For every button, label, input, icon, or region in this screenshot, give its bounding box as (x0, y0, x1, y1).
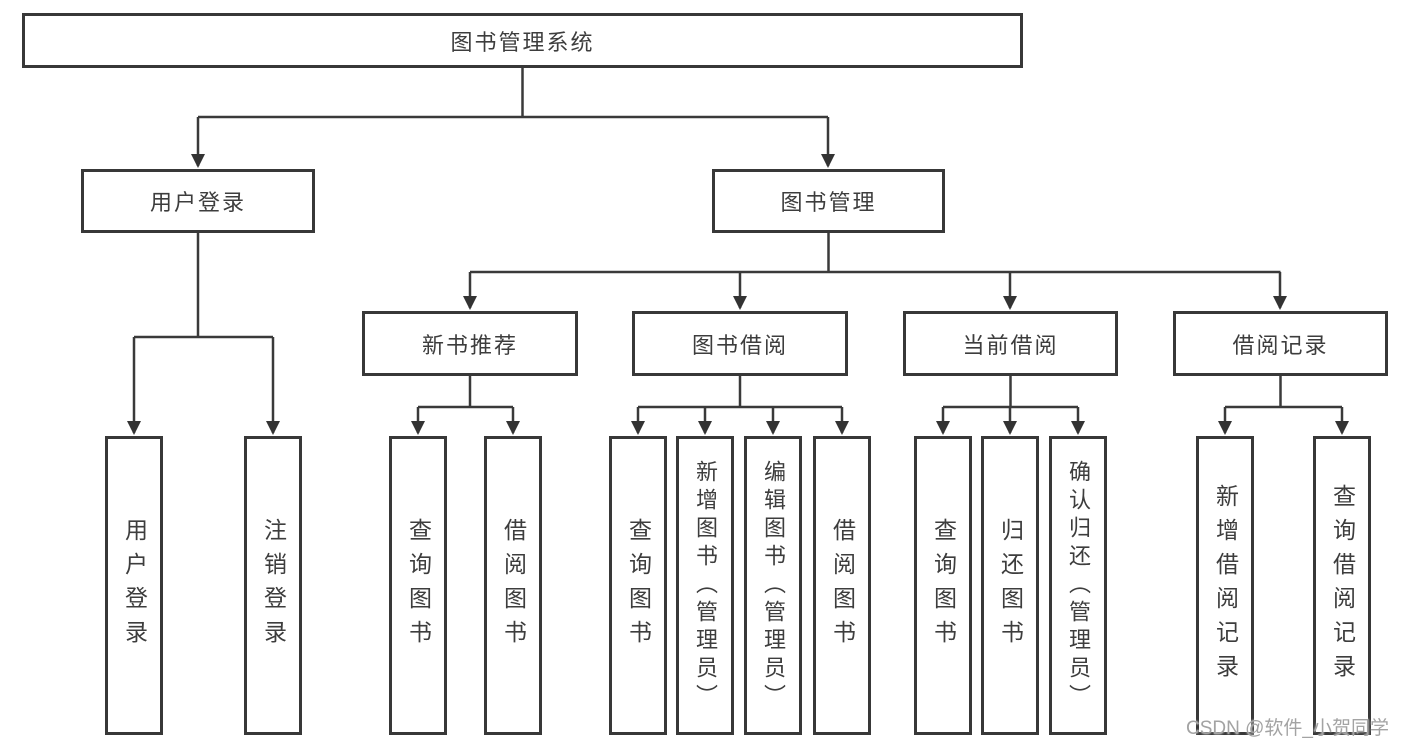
leaf-add-books-admin: 新增图书（管理员） (676, 436, 734, 735)
leaf-borrow-books-recommend: 借阅图书 (484, 436, 542, 735)
leaf-label: 查询借阅记录 (1329, 483, 1356, 688)
leaf-add-borrow-record: 新增借阅记录 (1196, 436, 1254, 735)
node-book-borrowing: 图书借阅 (632, 311, 848, 376)
leaf-borrow-books: 借阅图书 (813, 436, 871, 735)
leaf-label: 用户登录 (121, 517, 148, 654)
leaf-return-books: 归还图书 (981, 436, 1039, 735)
node-current-borrowing: 当前借阅 (903, 311, 1118, 376)
leaf-label: 借阅图书 (500, 517, 527, 654)
csdn-watermark: CSDN @软件_小贺同学 (1186, 718, 1389, 739)
connector-skeleton (134, 68, 1342, 409)
leaf-confirm-return-admin: 确认归还（管理员） (1049, 436, 1107, 735)
node-borrowing-records: 借阅记录 (1173, 311, 1388, 376)
leaf-query-books-borrowing: 查询图书 (609, 436, 667, 735)
leaf-label: 借阅图书 (829, 517, 856, 654)
leaf-label: 查询图书 (405, 517, 432, 654)
arrowheads (127, 117, 1349, 435)
leaf-label: 确认归还（管理员） (1066, 459, 1091, 712)
leaf-label: 新增图书（管理员） (693, 459, 718, 712)
leaf-user-login: 用户登录 (105, 436, 163, 735)
leaf-label: 编辑图书（管理员） (761, 459, 786, 712)
leaf-query-books-recommend: 查询图书 (389, 436, 447, 735)
leaf-label: 归还图书 (997, 517, 1024, 654)
leaf-logout: 注销登录 (244, 436, 302, 735)
node-book-management: 图书管理 (712, 169, 945, 233)
leaf-label: 新增借阅记录 (1212, 483, 1239, 688)
leaf-query-books-current: 查询图书 (914, 436, 972, 735)
leaf-label: 注销登录 (260, 517, 287, 654)
leaf-edit-books-admin: 编辑图书（管理员） (744, 436, 802, 735)
leaf-query-borrow-record: 查询借阅记录 (1313, 436, 1371, 735)
leaf-label: 查询图书 (625, 517, 652, 654)
node-user-login: 用户登录 (81, 169, 315, 233)
node-library-management-system: 图书管理系统 (22, 13, 1023, 68)
leaf-label: 查询图书 (930, 517, 957, 654)
node-new-book-recommendation: 新书推荐 (362, 311, 578, 376)
